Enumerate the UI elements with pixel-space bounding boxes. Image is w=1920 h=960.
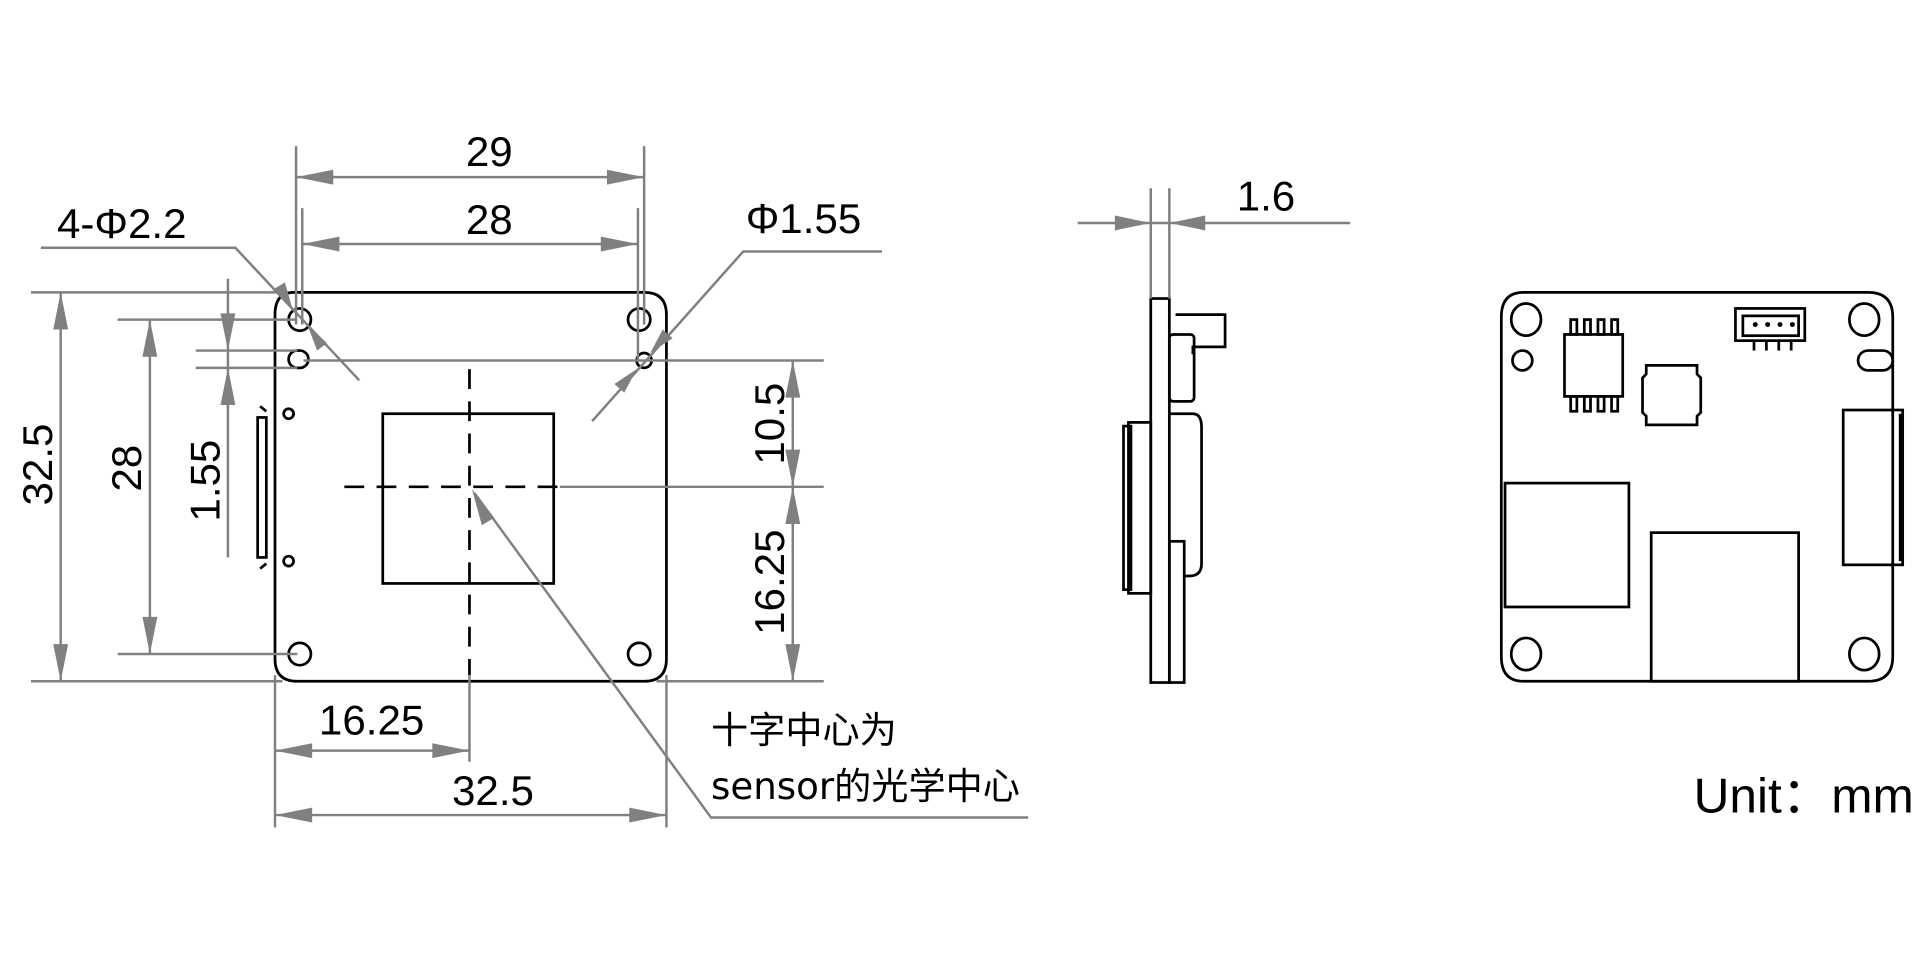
dim-label-10-5: 10.5 [746,383,793,465]
small-pad-bottom [282,554,295,568]
side-connector [1127,421,1153,595]
side-component-large [1169,412,1203,578]
back-slot-hole [1856,349,1895,372]
dim-label-1-55: 1.55 [181,440,228,522]
side-connector-edge [1122,424,1133,591]
dim-label-thickness-1-6: 1.6 [1237,173,1296,220]
label-4-phi-2-2: 4-Φ2.2 [57,200,187,247]
dim-label-height-32-5: 32.5 [14,424,61,506]
back-small-hole [1511,349,1534,372]
back-hole-bl [1509,636,1543,672]
back-view [1499,290,1905,683]
label-phi-1-55: Φ1.55 [746,195,862,242]
back-hole-tl [1509,302,1543,338]
small-pad-top [282,407,295,421]
back-hole-br [1848,636,1881,672]
dim-label-16-25-vertical: 16.25 [746,529,793,634]
side-component-small [1167,333,1196,403]
side-lens-block [1167,539,1186,684]
inductor [1641,364,1703,427]
fpc-connector-top [1734,307,1807,351]
back-board-outline [1499,290,1895,683]
back-component-bottom [1649,531,1800,683]
dim-label-height-28: 28 [103,445,150,492]
note-crosshair-center: 十字中心为 [711,709,897,752]
back-hole-tr [1848,302,1881,338]
note-sensor-optical-center: sensor的光学中心 [711,765,1020,808]
back-side-connector [1841,408,1905,567]
leader-phi-1-55 [591,250,882,422]
dim-label-28: 28 [466,196,513,243]
side-view [1122,297,1227,684]
mount-hole-br [626,641,652,667]
dim-label-16-25-horizontal: 16.25 [319,697,424,744]
back-component-left [1503,481,1631,609]
unit-label: Unit：mm [1694,769,1914,824]
leader-sensor-center [473,492,1029,819]
dim-label-29: 29 [466,128,513,175]
dim-label-width-32-5: 32.5 [452,767,534,814]
ic-chip-soic8 [1563,318,1625,413]
side-connector-top [1175,313,1227,355]
front-view-dimensions: 29 28 4-Φ2.2 Φ1.55 32.5 28 [14,128,1029,828]
front-view [256,290,668,683]
front-board-outline [273,290,668,683]
connector-clips [259,405,268,570]
side-connector-left [256,416,268,559]
side-pcb [1149,297,1171,684]
side-view-dimensions: 1.6 [1077,173,1351,299]
